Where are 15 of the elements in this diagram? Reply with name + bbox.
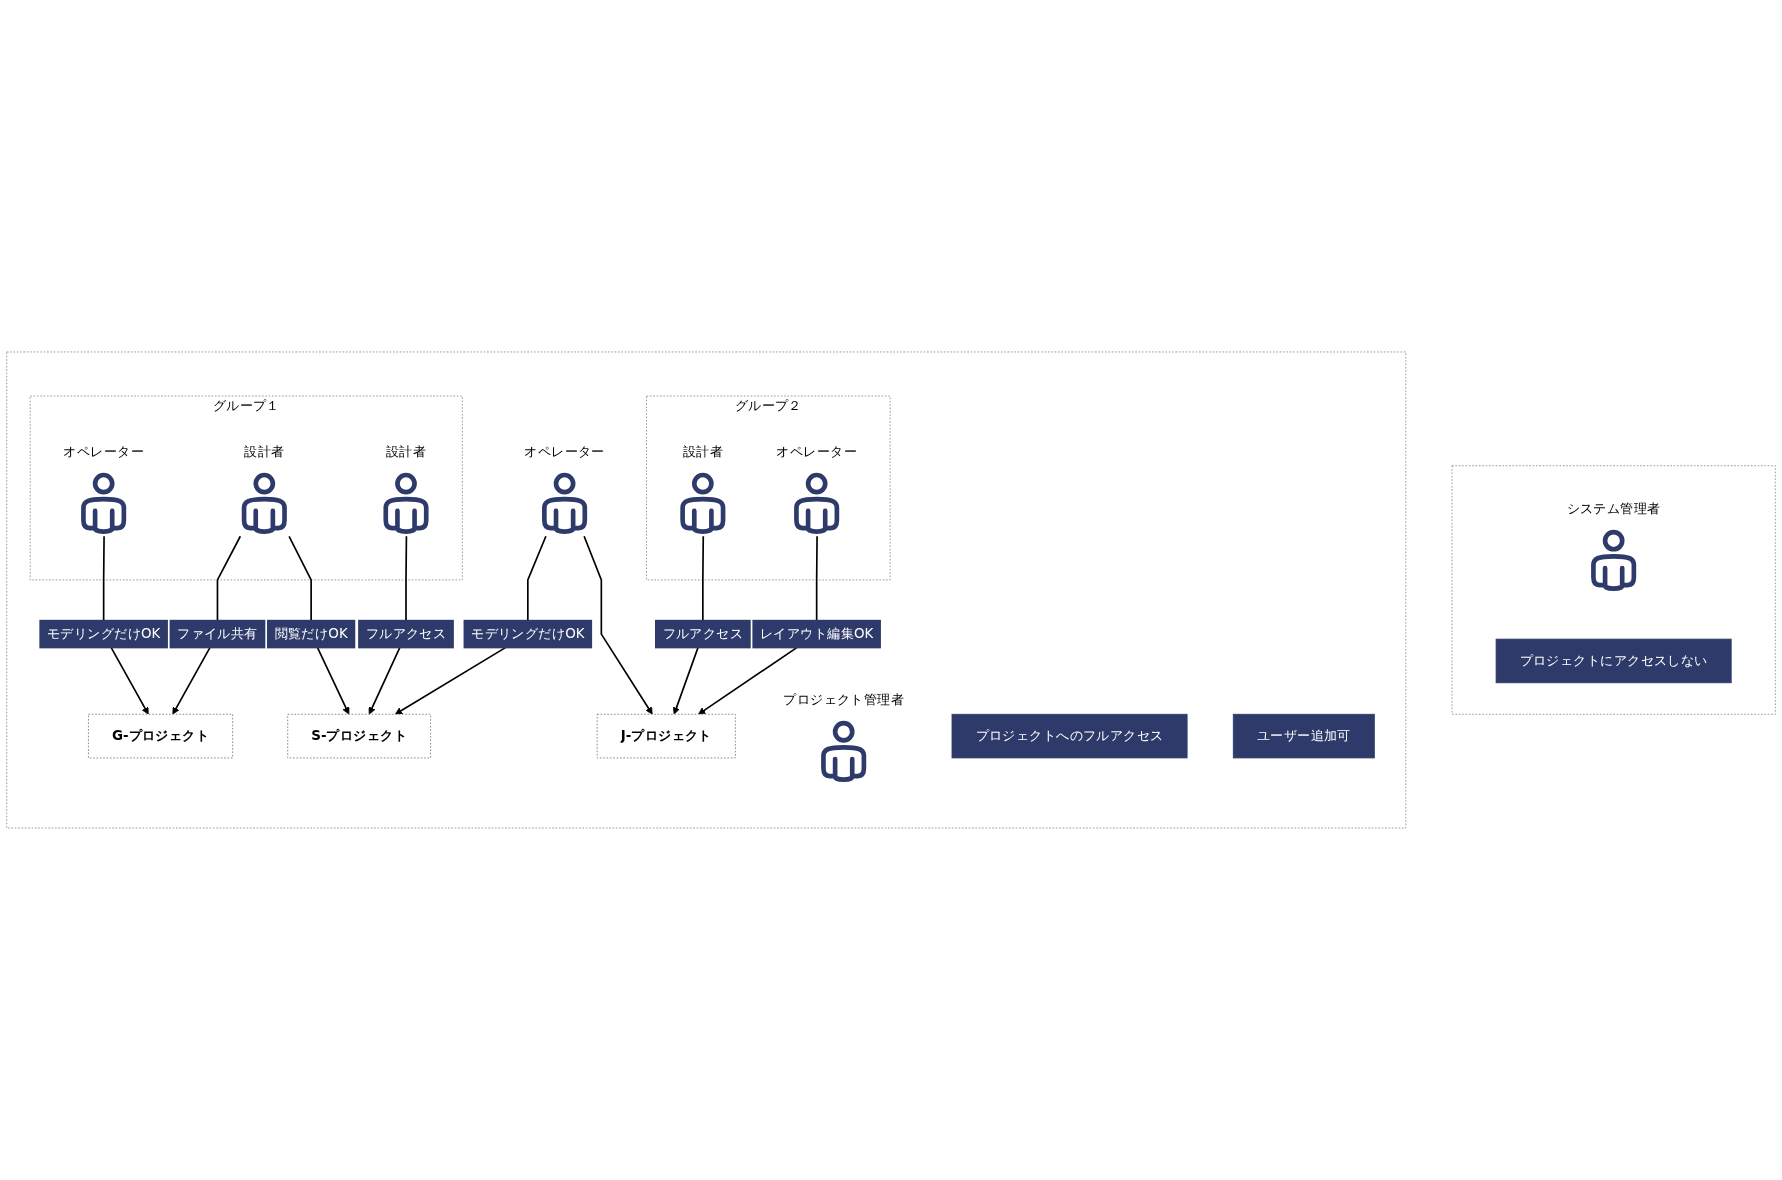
edge-label: フルアクセス <box>365 625 447 642</box>
edge-label: レイアウト編集OK <box>759 625 874 642</box>
node-label: オペレーター <box>63 443 144 460</box>
node-label: 設計者 <box>682 443 723 460</box>
node-label: 設計者 <box>244 443 285 460</box>
edge-label: フルアクセス <box>662 625 744 642</box>
edge-label: モデリングだけOK <box>46 625 161 642</box>
node-label: システム管理者 <box>1566 500 1661 517</box>
node-label: プロジェクト管理者 <box>783 691 905 708</box>
edge-label: モデリングだけOK <box>471 625 585 642</box>
edge-label: 閲覧だけOK <box>274 625 348 642</box>
edge-label: ファイル共有 <box>177 625 258 642</box>
node-label: 設計者 <box>385 443 427 460</box>
node-label: オペレーター <box>524 443 605 460</box>
node-label: オペレーター <box>776 443 857 460</box>
